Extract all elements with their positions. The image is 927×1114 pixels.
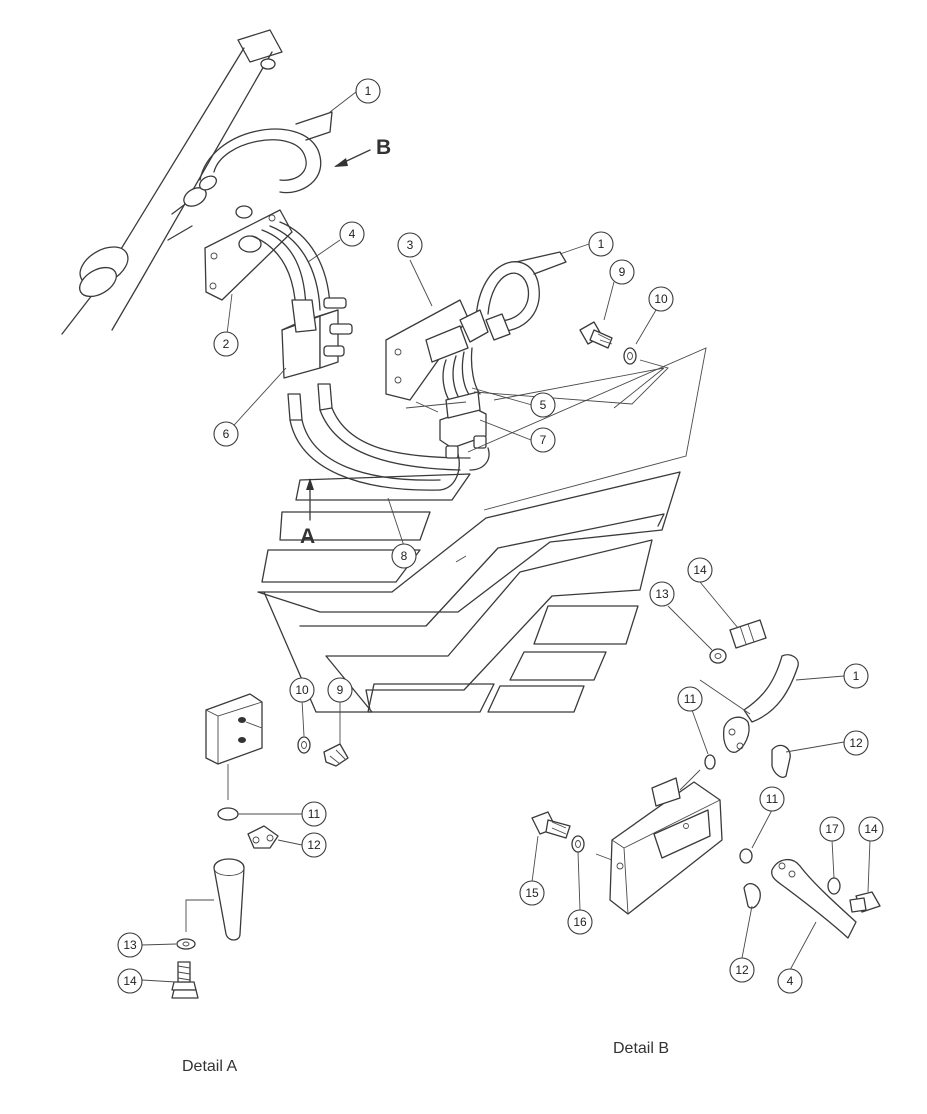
detail-a-parts: [171, 693, 349, 999]
svg-text:11: 11: [766, 792, 779, 806]
callout-1: 1: [588, 231, 614, 257]
callout-4: 4: [339, 221, 365, 247]
svg-text:5: 5: [540, 398, 547, 412]
svg-text:4: 4: [349, 227, 356, 241]
callout-15: 15: [519, 880, 545, 906]
svg-text:13: 13: [655, 587, 669, 601]
svg-text:8: 8: [401, 549, 408, 563]
callout-3: 3: [397, 232, 423, 258]
svg-text:7: 7: [540, 433, 547, 447]
svg-text:1: 1: [853, 669, 860, 683]
view-arrows: A B: [300, 136, 391, 548]
callout-14: 14: [687, 557, 713, 583]
callout-11: 11: [677, 686, 703, 712]
callout-1: 1: [843, 663, 869, 689]
loader-frame: [257, 347, 707, 713]
view-label-b: B: [376, 136, 391, 159]
svg-text:10: 10: [295, 683, 309, 697]
callout-12: 12: [729, 957, 755, 983]
svg-text:14: 14: [123, 974, 137, 988]
svg-text:2: 2: [223, 337, 230, 351]
svg-text:13: 13: [123, 938, 137, 952]
callout-12: 12: [301, 832, 327, 858]
svg-text:12: 12: [307, 838, 321, 852]
callout-9: 9: [327, 677, 353, 703]
svg-text:1: 1: [365, 84, 372, 98]
svg-text:6: 6: [223, 427, 230, 441]
long-hoses: [287, 383, 490, 491]
fitting-6: [281, 297, 353, 379]
callout-17: 17: [819, 816, 845, 842]
mounting-plate-2: [204, 205, 293, 301]
svg-text:12: 12: [849, 736, 863, 750]
loop-hoses: [199, 111, 333, 194]
boom-cylinder: [61, 29, 283, 335]
callout-1: 1: [355, 78, 381, 104]
callout-2: 2: [213, 331, 239, 357]
callout-14: 14: [858, 816, 884, 842]
callout-13: 13: [117, 932, 143, 958]
svg-text:12: 12: [735, 963, 749, 977]
callout-16: 16: [567, 909, 593, 935]
callout-5: 5: [530, 392, 556, 418]
callout-11: 11: [759, 786, 785, 812]
detail-b-caption: Detail B: [613, 1040, 670, 1057]
svg-text:14: 14: [864, 822, 878, 836]
callout-14: 14: [117, 968, 143, 994]
svg-text:3: 3: [407, 238, 414, 252]
callout-9: 9: [609, 259, 635, 285]
callout-10: 10: [289, 677, 315, 703]
svg-text:4: 4: [787, 974, 794, 988]
view-label-a: A: [300, 525, 315, 548]
callout-10: 10: [648, 286, 674, 312]
callout-4: 4: [777, 968, 803, 994]
detail-b-parts: [531, 619, 881, 939]
callout-8: 8: [391, 543, 417, 569]
svg-text:17: 17: [825, 822, 839, 836]
svg-text:9: 9: [337, 683, 344, 697]
svg-text:15: 15: [525, 886, 539, 900]
fitting-7: [405, 347, 487, 459]
detail-a-caption: Detail A: [182, 1058, 238, 1075]
callout-7: 7: [530, 427, 556, 453]
callout-13: 13: [649, 581, 675, 607]
svg-text:1: 1: [598, 237, 605, 251]
bracket-3: [385, 251, 567, 401]
svg-text:16: 16: [573, 915, 587, 929]
callout-11: 11: [301, 801, 327, 827]
callout-12: 12: [843, 730, 869, 756]
svg-text:11: 11: [308, 807, 321, 821]
main-fasteners: [473, 321, 669, 405]
svg-text:10: 10: [654, 292, 668, 306]
svg-text:11: 11: [684, 692, 697, 706]
svg-text:9: 9: [619, 265, 626, 279]
callout-6: 6: [213, 421, 239, 447]
leader-lines: [141, 91, 871, 983]
svg-text:14: 14: [693, 563, 707, 577]
